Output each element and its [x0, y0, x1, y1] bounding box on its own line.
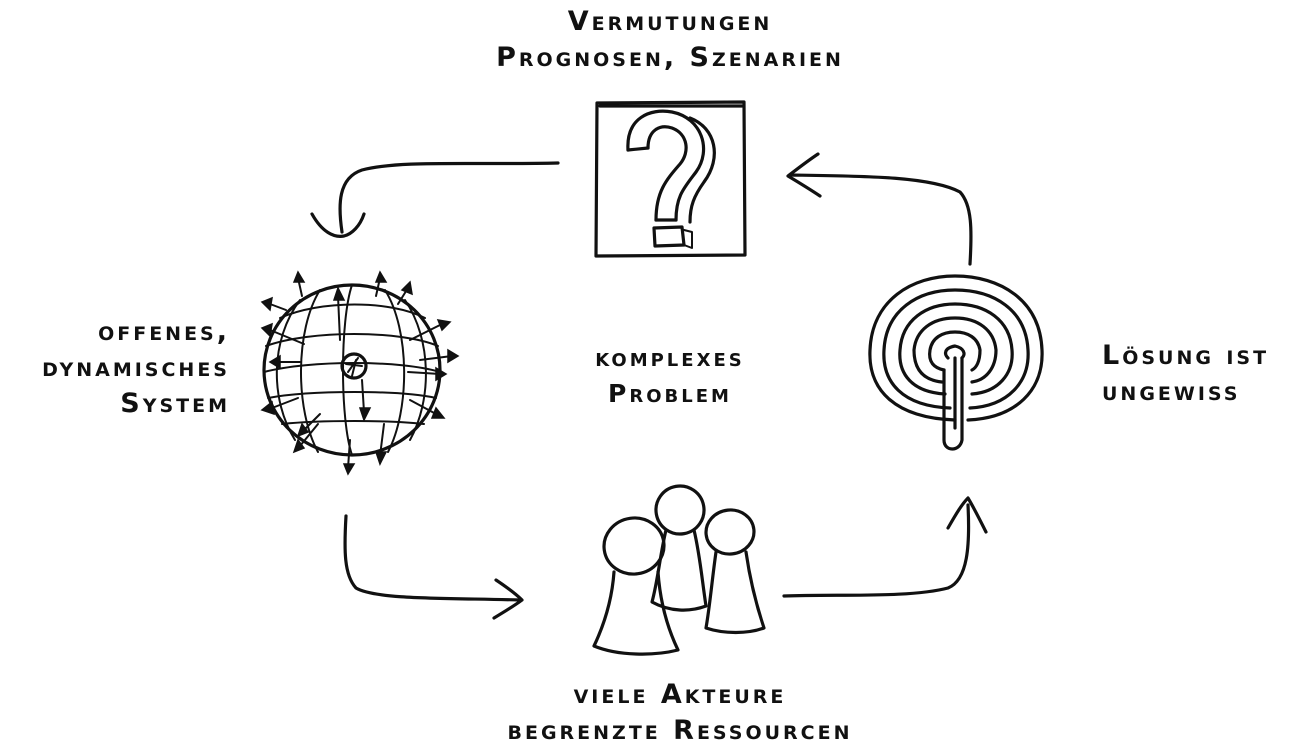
arrow-left-to-bottom [343, 514, 524, 620]
label-left-line2: dynamisches [42, 352, 230, 383]
label-right-line2: ungewiss [1102, 376, 1241, 407]
label-top: Vermutungen Prognosen, Szenarien [420, 4, 920, 76]
people-icon [592, 484, 766, 656]
label-right: Lösung ist ungewiss [1102, 338, 1302, 410]
arrow-right-to-top [786, 152, 973, 266]
label-right-line1: Lösung ist [1102, 340, 1270, 371]
label-top-line1: Vermutungen [567, 6, 773, 37]
label-center-line1: komplexes [595, 343, 745, 372]
label-bottom-line1: viele Akteure [573, 679, 787, 710]
label-left-line1: offenes, [98, 316, 230, 347]
arrow-bottom-to-right [782, 496, 988, 598]
label-top-line2: Prognosen, Szenarien [496, 42, 844, 73]
label-bottom: viele Akteure begrenzte Ressourcen [430, 677, 930, 749]
globe-icon [260, 270, 460, 476]
label-center: komplexes Problem [540, 340, 800, 412]
question-mark-icon [594, 100, 747, 258]
label-center-line2: Problem [608, 379, 732, 408]
label-bottom-line2: begrenzte Ressourcen [507, 715, 853, 746]
arrow-top-to-left [310, 161, 560, 238]
label-left-line3: System [120, 388, 230, 419]
label-left: offenes, dynamisches System [0, 314, 230, 422]
labyrinth-icon [868, 274, 1044, 451]
